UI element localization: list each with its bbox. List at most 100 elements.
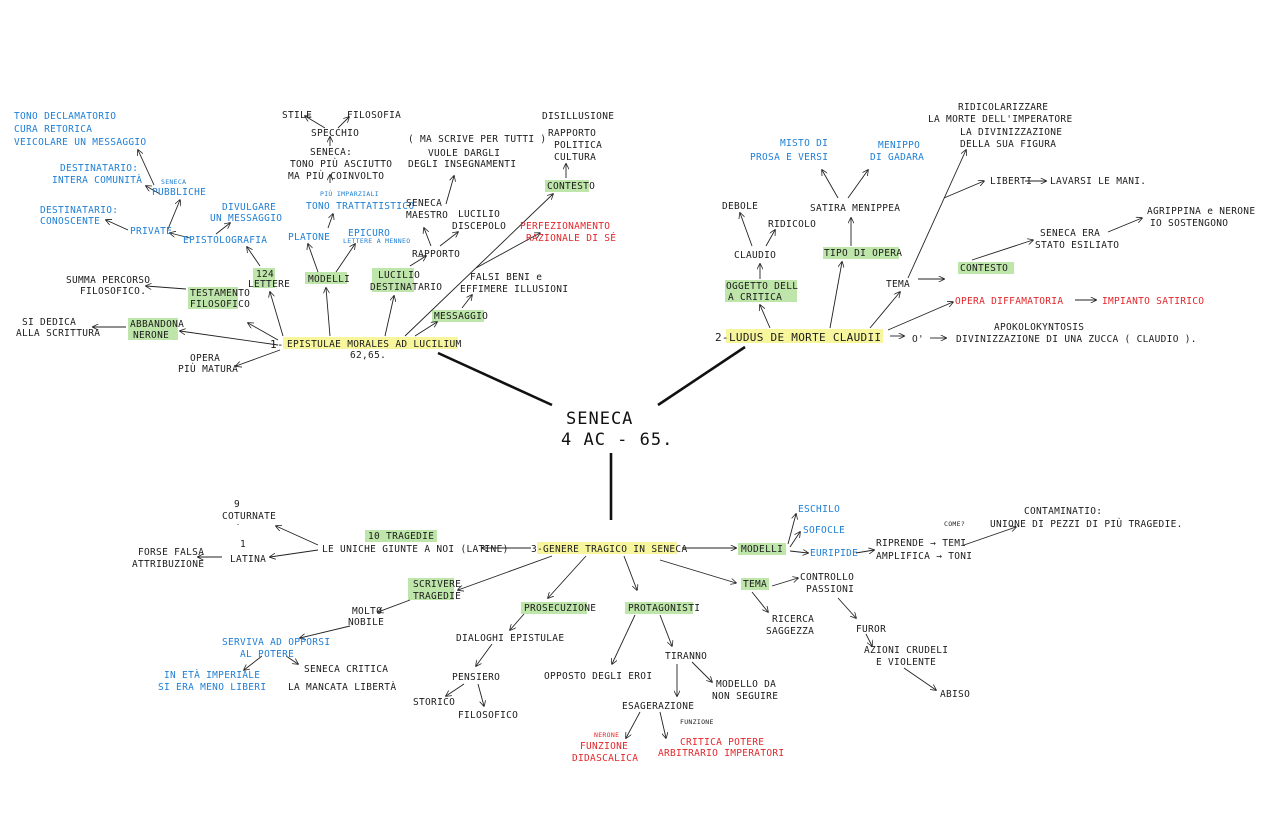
b3-pensiero: PENSIERO: [452, 672, 500, 683]
b2-seneca-era-1: SENECA ERA: [1040, 228, 1100, 239]
b2-claudio: CLAUDIO: [734, 250, 776, 261]
b3-tiranno: TIRANNO: [665, 651, 707, 662]
b3-prosecuzione: PROSECUZIONE: [524, 603, 596, 614]
b1-num: 1-: [270, 338, 284, 351]
b2-apokolo-1: APOKOLOKYNTOSIS: [994, 322, 1084, 333]
b1-epicuro: EPICURO: [348, 228, 390, 239]
b1-falsi-2: EFFIMERE ILLUSIONI: [460, 284, 568, 295]
b1-contesto: CONTESTO: [547, 181, 595, 192]
b1-disill-3: POLITICA: [554, 140, 602, 151]
b2-ridic-3: LA DIVINIZZAZIONE: [960, 127, 1062, 138]
b3-furor: FUROR: [856, 624, 886, 635]
b3-eta-2: SI ERA MENO LIBERI: [158, 682, 266, 693]
b1-testamento-2: FILOSOFICO: [190, 299, 250, 310]
b1-piu-imparziali: PIÙ IMPARZIALI: [320, 189, 379, 198]
b1-vuole-2: DEGLI INSEGNAMENTI: [408, 159, 516, 170]
b3-funzione-did-2: DIDASCALICA: [572, 753, 638, 764]
b3-filosofico: FILOSOFICO: [458, 710, 518, 721]
b3-latina: LATINA: [230, 554, 266, 565]
b2-liberti: LIBERTI: [990, 176, 1032, 187]
b3-controllo-2: PASSIONI: [806, 584, 854, 595]
b2-debole: DEBOLE: [722, 201, 758, 212]
b1-epistolografia: EPISTOLOGRAFIA: [183, 235, 267, 246]
b2-ridicolo: RIDICOLO: [768, 219, 816, 230]
b3-opposto: OPPOSTO DEGLI EROI: [544, 671, 652, 682]
b1-lucilio-disc-2: DISCEPOLO: [452, 221, 506, 232]
b2-agrippina-1: AGRIPPINA e NERONE: [1147, 206, 1255, 217]
b2-impianto: IMPIANTO SATIRICO: [1102, 296, 1204, 307]
b1-filosofia: FILOSOFIA: [347, 110, 401, 121]
b3-esagerazione: ESAGERAZIONE: [622, 701, 694, 712]
b1-lucilio-dest-1: LUCILIO: [378, 270, 420, 281]
b3-dialoghi: DIALOGHI EPISTULAE: [456, 633, 564, 644]
b1-opera-2: PIÙ MATURA: [178, 363, 238, 375]
b3-tema: TEMA: [743, 579, 767, 590]
b3-scrivere-2: TRAGEDIE: [413, 591, 461, 602]
b3-contaminatio-1: CONTAMINATIO:: [1024, 506, 1102, 517]
b3-nerone-sml: NERONE: [594, 731, 619, 739]
b1-stile: STILE: [282, 110, 312, 121]
b3-molto-2: NOBILE: [348, 617, 384, 628]
b1-title: EPISTULAE MORALES AD LUCILIUM: [287, 339, 462, 350]
b1-lucilio-dest-2: DESTINATARIO: [370, 282, 442, 293]
b2-menippo-1: MENIPPO: [878, 140, 920, 151]
b3-critica-potere-2: ARBITRARIO IMPERATORI: [658, 748, 784, 759]
b3-ricerca-1: RICERCA: [772, 614, 814, 625]
b1-disill-1: DISILLUSIONE: [542, 111, 614, 122]
b3-azioni-2: E VIOLENTE: [876, 657, 936, 668]
b3-funzione-did-1: FUNZIONE: [580, 741, 628, 752]
b3-ricerca-2: SAGGEZZA: [766, 626, 814, 637]
trunk-lines: [437, 345, 746, 520]
b1-lettere-menneo: LETTERE A MENNEO: [343, 237, 410, 245]
b1-lucilio-disc-1: LUCILIO: [458, 209, 500, 220]
b3-controllo-1: CONTROLLO: [800, 572, 854, 583]
b2-opera-diff: OPERA DIFFAMATORIA: [955, 296, 1063, 307]
center-dates: 4 AC - 65.: [561, 430, 673, 450]
b3-title: GENERE TRAGICO IN SENECA: [543, 544, 687, 555]
b1-platone: PLATONE: [288, 232, 330, 243]
b3-serviva-1: SERVIVA AD OPPORSI: [222, 637, 330, 648]
b1-testamento-1: TESTAMENTO: [190, 288, 250, 299]
b3-num: 3-: [531, 544, 543, 555]
b3-sofocle: SOFOCLE: [803, 525, 845, 536]
b2-menippo-2: DI GADARA: [870, 152, 924, 163]
b3-azioni-1: AZIONI CRUDELI: [864, 645, 948, 656]
b3-modelli: MODELLI: [741, 544, 783, 555]
b1-ma-scrive: ( MA SCRIVE PER TUTTI ): [408, 134, 546, 145]
b1-vuole-1: VUOLE DARGLI: [428, 148, 500, 159]
b1-messaggio: MESSAGGIO: [434, 311, 488, 322]
b1-seneca-tono-1: SENECA:: [310, 147, 352, 158]
b3-protagonisti: PROTAGONISTI: [628, 603, 700, 614]
b1-dest-intera-2: INTERA COMUNITÀ: [52, 174, 142, 186]
b3-coturnate: COTURNATE: [222, 511, 276, 522]
b1-summa-2: FILOSOFICO.: [80, 286, 146, 297]
b2-contesto: CONTESTO: [960, 263, 1008, 274]
b1-pubbliche: PUBBLICHE: [152, 187, 206, 198]
b3-critica-potere-1: CRITICA POTERE: [680, 737, 764, 748]
b1-dest-con-2: CONOSCENTE: [40, 216, 100, 227]
b1-disill-4: CULTURA: [554, 152, 596, 163]
b3-molto-1: MOLTO: [352, 606, 382, 617]
b2-oggetto-2: A CRITICA: [728, 292, 782, 303]
b2-apokolo-2: DIVINIZZAZIONE DI UNA ZUCCA ( CLAUDIO ).: [956, 334, 1197, 345]
b1-tono-3: VEICOLARE UN MESSAGGIO: [14, 137, 146, 148]
b3-storico: STORICO: [413, 697, 455, 708]
b1-years: 62,65.: [350, 350, 386, 361]
b2-misto-1: MISTO DI: [780, 138, 828, 149]
highlights: [128, 180, 1014, 614]
b3-eta-1: IN ETÀ IMPERIALE: [164, 669, 260, 681]
b2-misto-2: PROSA E VERSI: [750, 152, 828, 163]
b1-seneca-maestro-2: MAESTRO: [406, 210, 448, 221]
b1-abbandona-1: ABBANDONA: [130, 319, 184, 330]
b3-come: COME?: [944, 520, 965, 528]
b3-riprende: RIPRENDE → TEMI: [876, 538, 966, 549]
b3-eschilo: ESCHILO: [798, 504, 840, 515]
b2-title: LUDUS DE MORTE CLAUDII: [729, 331, 881, 344]
b1-modelli: MODELLI: [308, 274, 350, 285]
b2-ridic-1: RIDICOLARIZZARE: [958, 102, 1048, 113]
b1-specchio: SPECCHIO: [311, 128, 359, 139]
connector-lines: [93, 116, 1142, 738]
b1-rapporto: RAPPORTO: [412, 249, 460, 260]
b1-disill-2: RAPPORTO: [548, 128, 596, 139]
